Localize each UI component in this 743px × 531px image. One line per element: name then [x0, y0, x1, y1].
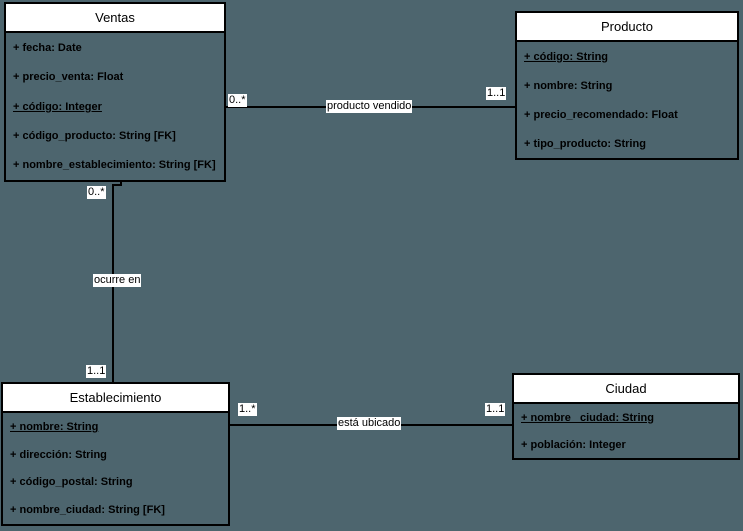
attribute-row: + código_postal: String: [3, 469, 228, 497]
attribute-text: + precio_recomendado: Float: [524, 108, 678, 121]
entity-establecimiento[interactable]: Establecimiento + nombre: String + direcc…: [1, 382, 230, 526]
attribute-row: + tipo_producto: String: [517, 129, 737, 158]
relationship-label-ocurre-en[interactable]: ocurre en: [93, 274, 142, 287]
attribute-text: + nombre_ciudad: String [FK]: [10, 504, 165, 517]
attribute-row: + código_producto: String [FK]: [6, 121, 224, 150]
attribute-row: + nombre_establecimiento: String [FK]: [6, 151, 224, 180]
multiplicity-label[interactable]: 1..1: [486, 87, 507, 100]
relationship-label-esta-ubicado[interactable]: está ubicado: [337, 417, 402, 430]
attribute-row: + nombre: String: [517, 71, 737, 100]
multiplicity-label[interactable]: 1..1: [86, 365, 107, 378]
entity-attributes: + nombre_ ciudad: String + población: Int…: [514, 404, 738, 458]
attribute-text: + precio_venta: Float: [13, 71, 124, 84]
attribute-text: + nombre: String: [524, 79, 613, 92]
attribute-row: + dirección: String: [3, 441, 228, 469]
relationship-line-ocurre-en-stub[interactable]: [112, 184, 122, 186]
attribute-text: + tipo_producto: String: [524, 137, 646, 150]
attribute-text: + nombre_ ciudad: String: [521, 411, 654, 424]
attribute-row: + código: Integer: [6, 92, 224, 121]
attribute-row: + nombre_ciudad: String [FK]: [3, 496, 228, 524]
attribute-text: + población: Integer: [521, 438, 626, 451]
attribute-row: + código: String: [517, 42, 737, 71]
attribute-text: + código: Integer: [13, 100, 102, 113]
attribute-row: + población: Integer: [514, 431, 738, 458]
entity-attributes: + código: String + nombre: String + precio…: [517, 42, 737, 158]
attribute-row: + precio_recomendado: Float: [517, 100, 737, 129]
entity-title: Ciudad: [514, 375, 738, 404]
entity-title: Producto: [517, 13, 737, 42]
attribute-row: + nombre: String: [3, 413, 228, 441]
attribute-text: + nombre: String: [10, 420, 99, 433]
multiplicity-label[interactable]: 1..*: [238, 403, 257, 416]
entity-attributes: + nombre: String + dirección: String + cód…: [3, 413, 228, 524]
entity-attributes: + fecha: Date + precio_venta: Float + códi…: [6, 33, 224, 180]
entity-title: Establecimiento: [3, 384, 228, 413]
attribute-text: + código: String: [524, 50, 609, 63]
attribute-row: + precio_venta: Float: [6, 62, 224, 91]
entity-producto[interactable]: Producto + código: String + nombre: Strin…: [515, 11, 739, 160]
multiplicity-label[interactable]: 0..*: [87, 186, 106, 199]
attribute-text: + código_postal: String: [10, 476, 133, 489]
attribute-text: + código_producto: String [FK]: [13, 129, 176, 142]
multiplicity-label[interactable]: 0..*: [228, 94, 247, 107]
relationship-label-producto-vendido[interactable]: producto vendido: [326, 100, 413, 113]
entity-ciudad[interactable]: Ciudad + nombre_ ciudad: String + poblaci…: [512, 373, 740, 460]
entity-ventas[interactable]: Ventas + fecha: Date + precio_venta: Floa…: [4, 2, 226, 182]
attribute-text: + nombre_establecimiento: String [FK]: [13, 159, 216, 172]
attribute-text: + fecha: Date: [13, 41, 82, 54]
entity-title: Ventas: [6, 4, 224, 33]
attribute-row: + fecha: Date: [6, 33, 224, 62]
multiplicity-label[interactable]: 1..1: [485, 403, 506, 416]
attribute-row: + nombre_ ciudad: String: [514, 404, 738, 431]
attribute-text: + dirección: String: [10, 448, 107, 461]
